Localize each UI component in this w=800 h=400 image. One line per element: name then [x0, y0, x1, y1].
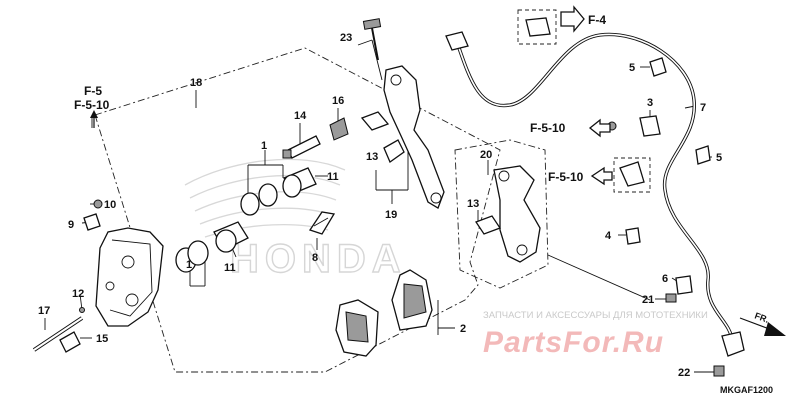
pad-pin-part-17 — [32, 316, 84, 352]
front-label: FR. — [753, 310, 770, 324]
front-direction-arrow-icon — [739, 317, 786, 336]
clamp-part-3 — [607, 115, 661, 137]
caliper-assembly-outline — [94, 47, 501, 373]
callout-7: 7 — [700, 102, 706, 114]
callout-21: 21 — [642, 294, 654, 306]
ref-f5: F-5 — [84, 84, 102, 98]
arrow-f510-b-icon — [590, 166, 613, 186]
caliper-body-part-18 — [95, 227, 164, 327]
callout-2: 2 — [460, 323, 466, 335]
ref-f510-a: F-5-10 — [530, 121, 566, 135]
honda-logo-text: HONDA — [230, 237, 407, 281]
callout-23: 23 — [340, 32, 352, 44]
part-12-dot — [79, 307, 85, 313]
ref-f4: F-4 — [588, 13, 606, 27]
bleeder-cap-part-16 — [329, 117, 349, 141]
clip-box-f4 — [517, 9, 557, 45]
callout-16: 16 — [332, 95, 344, 107]
wire-clip-part-5-side — [695, 145, 711, 165]
leader-lines — [44, 39, 716, 373]
diagram-code: MKGAF1200 — [720, 385, 773, 395]
bleeder-valve-part-14 — [282, 135, 321, 159]
callout-14: 14 — [294, 110, 307, 122]
arrow-f510-a-icon — [588, 118, 611, 138]
callout-19: 19 — [385, 209, 397, 221]
callout-22: 22 — [678, 367, 690, 379]
guide-part-4 — [625, 227, 641, 245]
bracket-outline — [454, 139, 549, 289]
bolt-part-22 — [713, 365, 725, 377]
sensor-head — [721, 331, 745, 357]
bolt-part-23 — [362, 18, 382, 61]
pistons-and-seals — [175, 167, 317, 273]
seal-part-1-upper-a — [240, 192, 260, 216]
callout-3: 3 — [647, 97, 653, 109]
brake-pads-part-2 — [335, 269, 433, 357]
callout-18: 18 — [190, 77, 202, 89]
callout-1a: 1 — [261, 140, 267, 152]
watermark-caption: ЗАПЧАСТИ И АКСЕССУАРЫ ДЛЯ МОТОТЕХНИКИ — [483, 310, 708, 321]
callout-11a: 11 — [327, 171, 339, 183]
callout-1b: 1 — [186, 259, 192, 271]
stay-part-6 — [675, 275, 693, 295]
callout-5a: 5 — [629, 62, 635, 74]
ref-f510-b: F-5-10 — [548, 170, 584, 184]
arrow-f5-icon — [90, 110, 98, 128]
watermark-brand: PartsFor.Ru — [483, 326, 664, 359]
bleeder-part-9-10 — [83, 199, 103, 231]
pin-plug-part-15 — [59, 331, 81, 353]
bracket-set-part-20 — [475, 165, 541, 263]
callout-20: 20 — [480, 149, 492, 161]
wheel-speed-sensor-wire-part-7 — [445, 31, 745, 357]
wire-clip-part-5-top — [649, 57, 667, 77]
seal-part-1-upper-b — [258, 183, 278, 207]
callout-8: 8 — [312, 252, 318, 264]
caliper-bracket-part-19 — [383, 65, 445, 209]
callout-9: 9 — [68, 219, 74, 231]
sensor-connector — [445, 31, 469, 51]
ref-f510-top: F-5-10 — [74, 98, 110, 112]
bolt-part-21 — [665, 293, 677, 303]
callout-12: 12 — [72, 288, 84, 300]
callout-15: 15 — [96, 333, 108, 345]
retainer-part-13a — [360, 111, 390, 131]
callout-17: 17 — [38, 305, 50, 317]
callout-6: 6 — [662, 273, 668, 285]
callout-13b: 13 — [467, 198, 479, 210]
seal-part-1-lower-b — [187, 240, 209, 266]
callout-4: 4 — [605, 230, 612, 242]
callout-11b: 11 — [224, 262, 236, 274]
arrow-f4-icon — [560, 5, 585, 33]
callout-5b: 5 — [716, 152, 722, 164]
clip-box-f510-b — [613, 157, 651, 193]
pad-spring-part-8 — [308, 211, 336, 235]
callout-13a: 13 — [366, 151, 378, 163]
callout-10: 10 — [104, 199, 116, 211]
